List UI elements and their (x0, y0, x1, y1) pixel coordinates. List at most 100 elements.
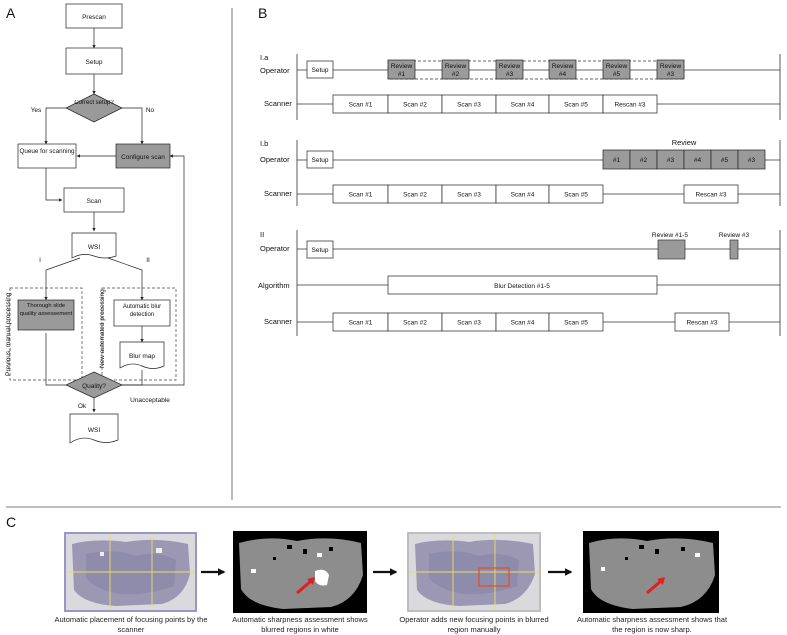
ia-scanner-label: Scanner (264, 99, 292, 108)
ib-scan-label-1: Scan #1 (349, 191, 373, 198)
no-label: No (146, 107, 155, 114)
thumb-1-image (66, 534, 195, 610)
ia-review-label-1-1: Review (391, 63, 413, 70)
ia-scan-label-4: Scan #4 (511, 101, 535, 108)
ia-review-label-3-1: Review (499, 63, 521, 70)
ii-scan-label-1: Scan #1 (349, 319, 373, 326)
unacceptable-label: Unacceptable (130, 397, 170, 404)
flowchart (9, 28, 185, 413)
wsi-out-label: WSI (88, 427, 100, 434)
ia-review-box-4 (548, 59, 577, 80)
correct-setup-diamond (65, 93, 123, 123)
queue-fo: Queue for scanning (19, 148, 75, 155)
blur-detection-box (387, 275, 658, 295)
quality-label: Quality? (82, 383, 106, 390)
ia-scan-box-6 (602, 94, 658, 114)
ia-review-box-3 (495, 59, 524, 80)
queue-label: Queue for scanning (19, 148, 75, 155)
ib-scan-label-6: Rescan #3 (695, 191, 726, 198)
thumb-blur-after (583, 531, 719, 613)
ii-algorithm-label: Algorithm (258, 281, 290, 290)
queue-box (17, 143, 77, 169)
ib-scan-label-5: Scan #5 (564, 191, 588, 198)
ii-scan-box-5 (548, 312, 604, 332)
ia-scan-label-1: Scan #1 (349, 101, 373, 108)
new-auto-label: New automated processing (99, 289, 106, 368)
manual-assessment-box (17, 299, 75, 331)
ib-review-title: Review (672, 138, 697, 147)
thumb-focus-points (64, 532, 197, 612)
ii-scan-label-2: Scan #2 (403, 319, 427, 326)
ib-review-label-3: #3 (667, 157, 675, 164)
caption-2: Automatic sharpness assessment shows blu… (232, 615, 368, 634)
ib-review-box-6 (737, 149, 766, 170)
ii-scan-label-5: Scan #5 (564, 319, 588, 326)
setup-box (65, 47, 123, 75)
auto-blur-box (113, 299, 171, 327)
blur-detection-label: Blur Detection #1-5 (494, 283, 550, 290)
ib-review-label-5: #5 (721, 157, 729, 164)
panel-label-b: B (258, 5, 267, 21)
blur-map-label: Blur map (129, 353, 155, 360)
scan-box (63, 187, 125, 213)
caption-1: Automatic placement of focusing points b… (54, 615, 208, 634)
ia-scan-label-2: Scan #2 (403, 101, 427, 108)
thumb-blur-before (233, 531, 367, 613)
ia-review-label-5-2: #5 (613, 71, 621, 78)
ii-setup-box (306, 240, 334, 259)
ia-review-label-5-1: Review (606, 63, 628, 70)
ii-operator-label: Operator (260, 244, 290, 253)
ib-review-label-6: #3 (748, 157, 756, 164)
wsi-output-document (69, 413, 119, 444)
thumb-manual-points (407, 532, 541, 612)
thumb-3-image (409, 534, 539, 610)
ia-setup-label: Setup (312, 67, 329, 74)
ia-review-label-1-2: #1 (398, 71, 406, 78)
ok-label: Ok (78, 403, 87, 410)
ib-scan-box-5 (548, 184, 604, 204)
manual-label: Thorough slide quality assessement (19, 303, 73, 317)
ib-review-label-1: #1 (613, 157, 621, 164)
section-ib-label: I.b (260, 139, 268, 148)
caption-3: Operator adds new focusing points in blu… (399, 615, 549, 634)
ia-review-label-3-2: #3 (506, 71, 514, 78)
branch-ii-label: II (146, 257, 150, 264)
ib-operator-label: Operator (260, 155, 290, 164)
ia-scan-label-5: Scan #5 (564, 101, 588, 108)
prescan-label: Prescan (82, 14, 106, 21)
ii-scan-label-6: Rescan #3 (686, 319, 717, 326)
wsi-document (71, 232, 117, 259)
ia-review-group: Review#1Review#2Review#3Review#4Review#5… (387, 59, 685, 80)
scan-label: Scan (87, 198, 102, 205)
ib-scan-label-3: Scan #3 (457, 191, 481, 198)
yes-label: Yes (31, 107, 42, 114)
thumb-4-image (583, 531, 719, 613)
ii-scan-label-3: Scan #3 (457, 319, 481, 326)
ia-review-box-6 (656, 59, 685, 80)
ib-scan-label-4: Scan #4 (511, 191, 535, 198)
ia-review-label-6-1: Review (660, 63, 682, 70)
ib-setup-box (306, 150, 334, 169)
panel-label-a: A (6, 5, 16, 21)
ii-setup-label: Setup (312, 247, 329, 254)
ii-review-b-label: Review #3 (719, 232, 750, 239)
thumb-2-image (233, 531, 367, 613)
ib-review-label-4: #4 (694, 157, 702, 164)
correct-setup-label: Correct setup? (74, 100, 114, 106)
ib-scanner-label: Scanner (264, 189, 292, 198)
ia-review-label-2-1: Review (445, 63, 467, 70)
section-ia-label: I.a (260, 53, 269, 62)
panel-label-c: C (6, 514, 16, 530)
ib-review-label-2: #2 (640, 157, 648, 164)
ia-scan-label-6: Rescan #3 (614, 101, 645, 108)
ia-review-label-6-2: #3 (667, 71, 675, 78)
ia-scan-label-3: Scan #3 (457, 101, 481, 108)
setup-label: Setup (86, 59, 103, 66)
ia-setup-box (306, 60, 334, 79)
correct-setup-fo: Correct setup? (74, 100, 114, 106)
quality-diamond (65, 371, 123, 399)
ia-review-label-2-2: #2 (452, 71, 460, 78)
ib-scan-box-6 (683, 184, 739, 204)
section-ii-label: II (260, 230, 264, 239)
